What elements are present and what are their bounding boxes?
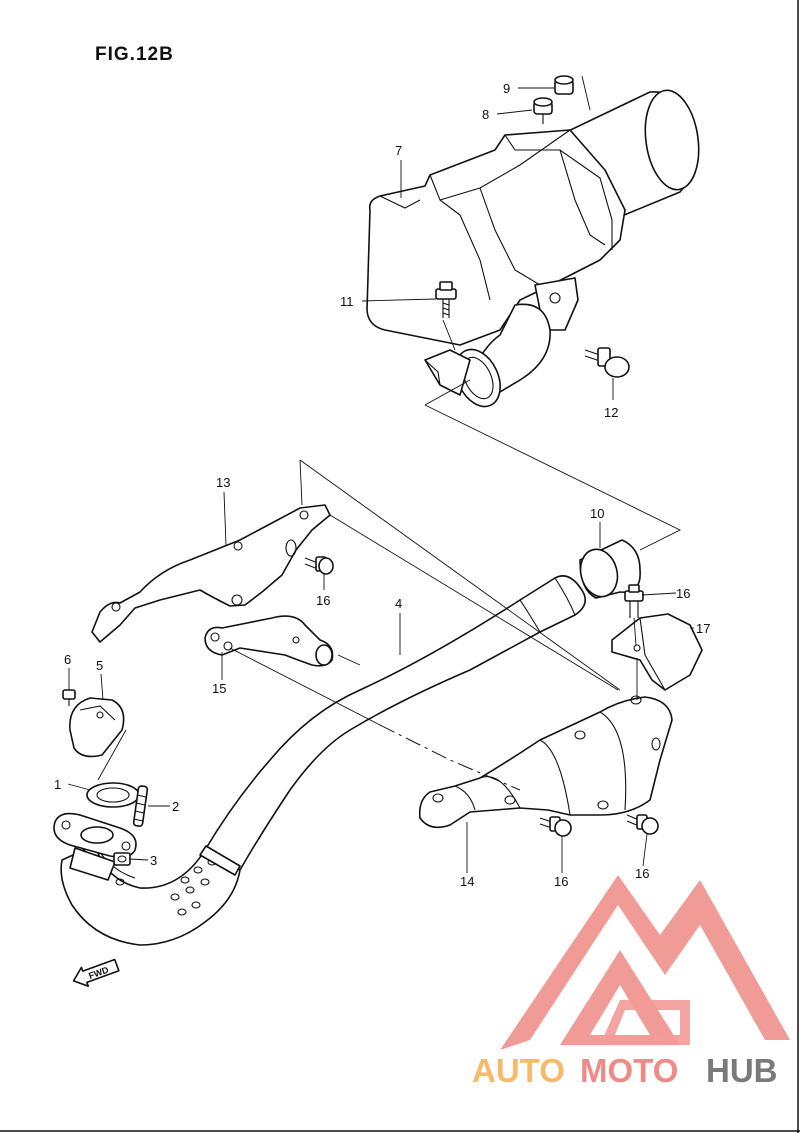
- bolt-part-16-lower-left: [539, 816, 572, 837]
- assembly-lines: [97, 75, 682, 791]
- callout-13: 13: [216, 475, 230, 490]
- bolt-part-16-lower-right: [626, 814, 659, 835]
- callout-15: 15: [212, 681, 226, 696]
- callout-1: 1: [54, 777, 61, 792]
- callout-17: 17: [696, 621, 710, 636]
- bolt-part-12: [584, 347, 630, 378]
- watermark-part-auto: AUTO: [472, 1052, 565, 1089]
- gasket-part-1: [86, 782, 140, 808]
- callout-16-upper: 16: [316, 593, 330, 608]
- callout-14: 14: [460, 874, 474, 889]
- callout-11: 11: [340, 294, 354, 309]
- cover-part-17: [611, 613, 703, 691]
- bolt-part-11: [435, 281, 457, 318]
- watermark-text: AUTO MOTO HUB: [472, 1052, 778, 1089]
- joint-pipe-part-10: [579, 539, 641, 599]
- callout-16-lower-left: 16: [554, 874, 568, 889]
- watermark-part-moto: MOTO: [580, 1052, 678, 1089]
- callout-5: 5: [96, 658, 103, 673]
- exhaust-pipe-part-4: [60, 575, 586, 946]
- heat-shield-part-14: [418, 695, 673, 829]
- callout-2: 2: [172, 799, 179, 814]
- stud-part-2: [132, 785, 149, 827]
- callout-16-lower-right: 16: [635, 866, 649, 881]
- bolt-part-8: [533, 97, 553, 124]
- callout-16-right: 16: [676, 586, 690, 601]
- callout-7: 7: [395, 143, 402, 158]
- bolt-part-16-right: [624, 584, 644, 618]
- watermark-part-hub: HUB: [706, 1052, 778, 1089]
- bracket-part-13: [91, 504, 331, 643]
- callout-leaders: [67, 87, 694, 873]
- figure-title: FIG.12B: [95, 44, 174, 65]
- bolt-part-16-upper: [304, 556, 334, 575]
- nut-part-9: [554, 75, 574, 95]
- bracket-part-15: [204, 615, 334, 667]
- flange-part: [53, 812, 137, 881]
- callout-10: 10: [590, 506, 604, 521]
- callout-6: 6: [64, 652, 71, 667]
- fwd-direction-arrow: FWD: [72, 958, 120, 987]
- watermark-logo: [500, 875, 790, 1050]
- muffler-part-7: [366, 89, 700, 408]
- callout-8: 8: [482, 107, 489, 122]
- callout-3: 3: [150, 853, 157, 868]
- callout-labels: 9 8 7 11 12 13 16 4 10 16 17 15 5 6 1 2 …: [54, 81, 710, 889]
- callout-9: 9: [503, 81, 510, 96]
- nut-part-3: [113, 852, 131, 866]
- screw-part-6: [62, 689, 76, 706]
- callout-4: 4: [395, 596, 402, 611]
- protector-part-5: [69, 697, 125, 758]
- callout-12: 12: [604, 405, 618, 420]
